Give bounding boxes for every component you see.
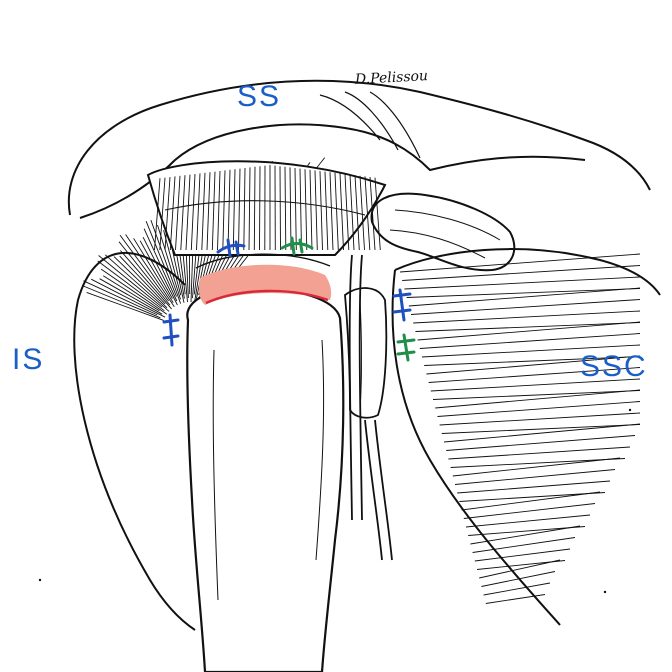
label-infraspinatus: IS [12,343,45,376]
subscapularis-muscle [391,248,661,626]
humerus [186,285,345,672]
coracoid-process [370,192,516,272]
biceps-tendon [344,254,393,561]
label-supraspinatus: SS [237,80,282,113]
label-subscapularis: SSC [580,350,648,383]
suture-marks [162,236,416,362]
glenoid-cartilage [195,253,332,305]
supraspinatus-muscle [146,160,387,256]
ink-specks [38,408,632,594]
